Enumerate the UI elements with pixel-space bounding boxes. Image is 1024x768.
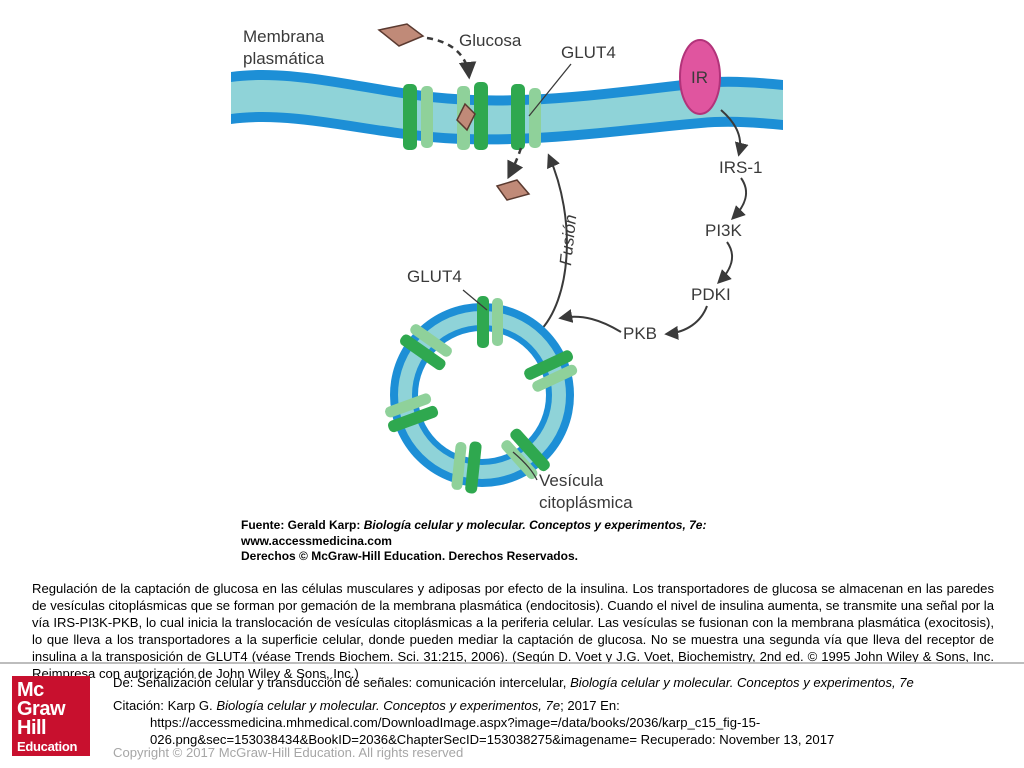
vesicle-transporter-right xyxy=(524,350,578,392)
reference-from: De: Señalización celular y transducción … xyxy=(113,674,914,691)
citation-prefix: Citación: Karp G. xyxy=(113,698,217,713)
pi3k-label: PI3K xyxy=(705,221,743,240)
membrane-label-line2: plasmática xyxy=(243,49,325,68)
reference-from-prefix: De: Señalización celular y transducción … xyxy=(113,675,571,690)
glucose-entry-arrow xyxy=(426,36,477,80)
mcgraw-hill-logo: Mc Graw Hill Education xyxy=(12,676,90,756)
figure-caption: Regulación de la captación de glucosa en… xyxy=(32,581,994,681)
copyright-notice: Copyright © 2017 McGraw-Hill Education. … xyxy=(113,745,464,760)
plasma-membrane xyxy=(231,70,783,145)
vesicle-label-line1: Vesícula xyxy=(539,471,604,490)
logo-line-3: Hill xyxy=(17,717,47,739)
pkb-label: PKB xyxy=(623,324,657,343)
reference-url-line-1[interactable]: https://accessmedicina.mhmedical.com/Dow… xyxy=(150,715,761,730)
glucose-exit-arrow xyxy=(507,147,524,180)
fusion-arrow xyxy=(538,153,568,333)
vesicle-transporter-bottom xyxy=(451,441,482,494)
logo-line-4: Education xyxy=(17,739,78,754)
reference-citation: Citación: Karp G. Biología celular y mol… xyxy=(113,697,620,714)
glucose-label: Glucosa xyxy=(459,31,522,50)
pdki-label: PDKI xyxy=(691,285,731,304)
arrow-pkb-to-vesicle xyxy=(558,309,622,333)
vesicle-transporter-upper-left xyxy=(399,324,452,371)
arrow-pi3k-to-pdki xyxy=(717,241,734,284)
source-line-3: Derechos © McGraw-Hill Education. Derech… xyxy=(241,549,578,563)
glut4-translocation-diagram: Membrana plasmática Glucosa GLUT4 IR IRS… xyxy=(231,20,783,565)
reference-from-title: Biología celular y molecular. Conceptos … xyxy=(570,675,914,690)
citation-suffix: ; 2017 En: xyxy=(560,698,620,713)
glut4-transporter-2 xyxy=(456,82,488,150)
glucose-icon xyxy=(377,23,425,47)
source-line-1: Fuente: Gerald Karp: Biología celular y … xyxy=(241,518,706,532)
insulin-receptor xyxy=(679,39,721,115)
logo-line-1: Mc xyxy=(17,679,44,701)
vesicle-transporter-left xyxy=(385,393,439,433)
fusion-label: Fusión xyxy=(556,214,580,267)
glut4-transporter-1 xyxy=(403,84,433,150)
arrow-pdki-to-pkb xyxy=(664,305,708,340)
source-prefix: Fuente: Gerald Karp: xyxy=(241,518,364,532)
logo-line-2: Graw xyxy=(17,698,66,720)
vesicle-transporter-lower-right xyxy=(501,428,550,480)
source-book-title: Biología celular y molecular. Conceptos … xyxy=(363,518,707,532)
glut4-transporter-3 xyxy=(511,84,541,150)
source-line-2: www.accessmedicina.com xyxy=(241,534,392,548)
glut4-label-vesicle: GLUT4 xyxy=(407,267,462,286)
ir-label: IR xyxy=(691,68,708,87)
arrow-ir-to-irs1 xyxy=(720,109,749,157)
vesicle-label-line2: citoplásmica xyxy=(539,493,633,512)
arrow-irs1-to-pi3k xyxy=(731,177,748,220)
vesicle-leader xyxy=(512,451,538,481)
citation-title: Biología celular y molecular. Conceptos … xyxy=(216,698,561,713)
reference-url-line-2[interactable]: 026.png&sec=153038434&BookID=2036&Chapte… xyxy=(150,732,835,747)
footer-divider xyxy=(0,662,1024,664)
glut4-leader-vesicle xyxy=(462,289,488,311)
glut4-leader-top xyxy=(528,63,572,117)
glut4-label-top: GLUT4 xyxy=(561,43,616,62)
membrane-label-line1: Membrana xyxy=(243,27,325,46)
glucose-inside-icon xyxy=(495,179,531,201)
irs1-label: IRS-1 xyxy=(719,158,762,177)
